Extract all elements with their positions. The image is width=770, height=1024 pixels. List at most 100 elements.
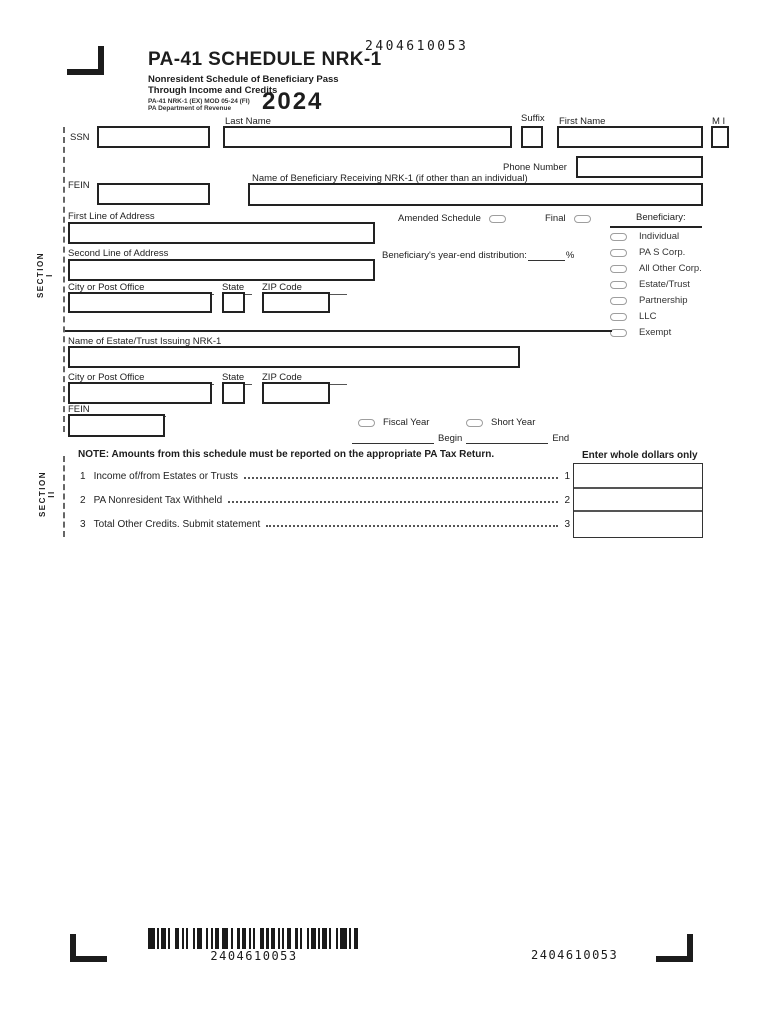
middle-initial-input[interactable] (711, 126, 729, 148)
ssn-label: SSN (70, 132, 90, 143)
beneficiary-type-pa-s-corp[interactable]: PA S Corp. (610, 247, 685, 258)
percent-sign: % (565, 250, 575, 261)
line1-number-right: 1 (564, 471, 570, 482)
estate-trust-checkbox[interactable] (610, 280, 627, 289)
first-name-label: First Name (559, 116, 606, 127)
address2-input[interactable] (68, 259, 375, 281)
line3-number-left: 3 (80, 519, 86, 530)
middle-initial-label: M I (712, 116, 726, 127)
begin-label: Begin (438, 433, 463, 444)
final-field: Final (545, 213, 591, 224)
line2-row: 2 PA Nonresident Tax Withheld 2 (80, 495, 570, 506)
first-name-input[interactable] (557, 126, 703, 148)
line2-amount-input[interactable] (574, 489, 702, 512)
registration-corner-top-left (67, 46, 104, 75)
final-checkbox[interactable] (573, 214, 591, 223)
llc-checkbox[interactable] (610, 312, 627, 321)
amended-schedule-field: Amended Schedule (398, 213, 506, 224)
beneficiary-header-rule (610, 226, 702, 228)
fein-label: FEIN (68, 180, 90, 191)
fiscal-year-label: Fiscal Year (383, 417, 430, 428)
city2-input[interactable] (68, 382, 212, 404)
last-name-input[interactable] (223, 126, 512, 148)
distribution-label: Beneficiary's year-end distribution: (382, 250, 527, 261)
end-date-input[interactable] (466, 434, 549, 444)
section2-label: SECTION II (38, 454, 56, 534)
phone-number-input[interactable] (576, 156, 703, 178)
beneficiary-type-estate-trust[interactable]: Estate/Trust (610, 279, 690, 290)
form-agency: PA Department of Revenue (148, 105, 232, 112)
line3-amount-input[interactable] (574, 512, 702, 535)
beneficiary-type-header: Beneficiary: (636, 212, 686, 223)
document-id-top: 2404610053 (365, 39, 469, 54)
distribution-field: Beneficiary's year-end distribution: % (382, 250, 574, 261)
document-id-bottom: 2404610053 (531, 948, 619, 962)
barcode (148, 928, 360, 949)
suffix-label: Suffix (521, 113, 545, 124)
estate-section-divider (65, 330, 612, 332)
form-title: PA-41 SCHEDULE NRK-1 (148, 49, 382, 70)
section1-divider-dashed (63, 127, 65, 432)
begin-date-input[interactable] (352, 434, 434, 444)
line3-leader (266, 525, 559, 527)
individual-label: Individual (639, 231, 680, 242)
section1-label: SECTION I (36, 235, 54, 315)
section1-label-number: I (45, 273, 54, 277)
city1-input[interactable] (68, 292, 212, 313)
exempt-checkbox[interactable] (610, 328, 627, 337)
all-other-corp-checkbox[interactable] (610, 264, 627, 273)
address1-input[interactable] (68, 222, 375, 244)
line1-amount-input[interactable] (574, 464, 702, 489)
fiscal-year-checkbox[interactable] (358, 418, 375, 427)
amount-box-group (573, 463, 703, 538)
form-subtitle-line1: Nonresident Schedule of Beneficiary Pass (148, 74, 339, 85)
beneficiary-type-all-other-corp[interactable]: All Other Corp. (610, 263, 702, 274)
short-year-field: Short Year (466, 417, 535, 428)
line1-row: 1 Income of/from Estates or Trusts 1 (80, 471, 570, 482)
line1-number-left: 1 (80, 471, 86, 482)
fein-input[interactable] (97, 183, 210, 205)
fiscal-year-field: Fiscal Year (358, 417, 429, 428)
amended-schedule-label: Amended Schedule (398, 213, 481, 224)
partnership-label: Partnership (639, 295, 688, 306)
ssn-input[interactable] (97, 126, 210, 148)
registration-corner-bottom-right (656, 934, 693, 962)
tax-year: 2024 (262, 88, 324, 115)
line1-leader (244, 477, 559, 479)
registration-corner-bottom-left (70, 934, 107, 962)
barcode-value: 2404610053 (210, 949, 298, 963)
fiscal-dates-field: Begin End (352, 433, 569, 444)
amended-schedule-checkbox[interactable] (488, 214, 506, 223)
beneficiary-type-exempt[interactable]: Exempt (610, 327, 671, 338)
zip2-input[interactable] (262, 382, 330, 404)
note-text: NOTE: Amounts from this schedule must be… (78, 449, 495, 460)
beneficiary-name-input[interactable] (248, 183, 703, 206)
partnership-checkbox[interactable] (610, 296, 627, 305)
llc-label: LLC (639, 311, 657, 322)
estate-name-input[interactable] (68, 346, 520, 368)
section2-label-number: II (47, 490, 56, 498)
beneficiary-type-llc[interactable]: LLC (610, 311, 656, 322)
fein2-input[interactable] (68, 414, 165, 437)
last-name-label: Last Name (225, 116, 271, 127)
individual-checkbox[interactable] (610, 232, 627, 241)
short-year-checkbox[interactable] (466, 418, 483, 427)
zip1-input[interactable] (262, 292, 330, 313)
state2-input[interactable] (222, 382, 245, 404)
distribution-input[interactable] (527, 251, 565, 261)
suffix-input[interactable] (521, 126, 543, 148)
beneficiary-name-label: Name of Beneficiary Receiving NRK-1 (if … (252, 173, 528, 184)
short-year-label: Short Year (491, 417, 536, 428)
section2-divider-dashed (63, 456, 65, 537)
pa-s-corp-checkbox[interactable] (610, 248, 627, 257)
line2-number-left: 2 (80, 495, 86, 506)
section1-label-word: SECTION (36, 251, 45, 299)
phone-number-label: Phone Number (503, 162, 567, 173)
state1-input[interactable] (222, 292, 245, 313)
beneficiary-type-individual[interactable]: Individual (610, 231, 679, 242)
line3-number-right: 3 (564, 519, 570, 530)
line3-label: Total Other Credits. Submit statement (93, 519, 261, 530)
whole-dollars-header: Enter whole dollars only (582, 450, 698, 461)
beneficiary-type-partnership[interactable]: Partnership (610, 295, 688, 306)
